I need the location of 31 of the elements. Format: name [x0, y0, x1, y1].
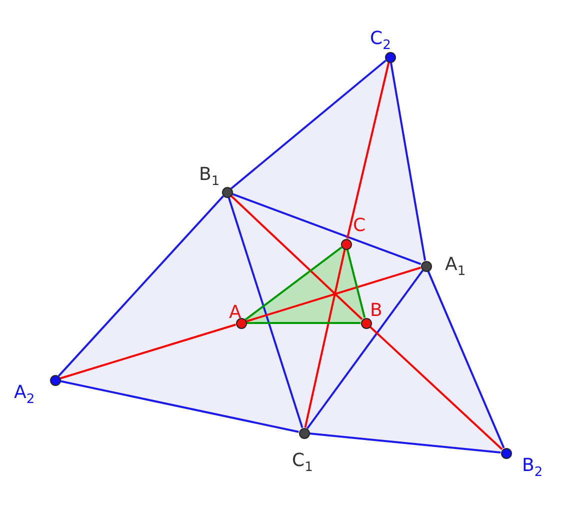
- point-dot: [50, 374, 60, 386]
- point-label: A: [229, 304, 242, 322]
- line-segment: [346, 62, 390, 239]
- point-dot: [500, 448, 512, 458]
- line-segment: [228, 196, 304, 428]
- line-segment: [246, 266, 422, 322]
- point-label: A$_{2}$: [14, 384, 35, 406]
- line-segment: [346, 249, 366, 318]
- line-segment: [232, 192, 422, 266]
- line-segment: [244, 246, 342, 320]
- point-label: C$_{1}$: [292, 452, 313, 474]
- line-segment: [58, 195, 224, 377]
- line-segment: [309, 432, 501, 454]
- point-label: A$_{1}$: [445, 256, 466, 278]
- point-label: B$_{1}$: [199, 166, 220, 188]
- line-segment: [427, 270, 505, 448]
- line-segment: [60, 380, 299, 433]
- point-dot: [384, 52, 396, 62]
- line-segment: [246, 322, 360, 324]
- line-segment: [306, 270, 424, 430]
- line-segment: [369, 326, 503, 450]
- line-segment: [230, 60, 386, 190]
- line-segment: [60, 324, 236, 380]
- point-label: B: [370, 302, 382, 320]
- point-label: C: [353, 217, 366, 235]
- line-segment: [304, 249, 346, 428]
- point-label: B$_{2}$: [522, 457, 543, 479]
- point-dot: [222, 186, 232, 198]
- line-segment: [230, 195, 363, 320]
- line-segment: [390, 62, 426, 261]
- point-label: C$_{2}$: [370, 30, 391, 52]
